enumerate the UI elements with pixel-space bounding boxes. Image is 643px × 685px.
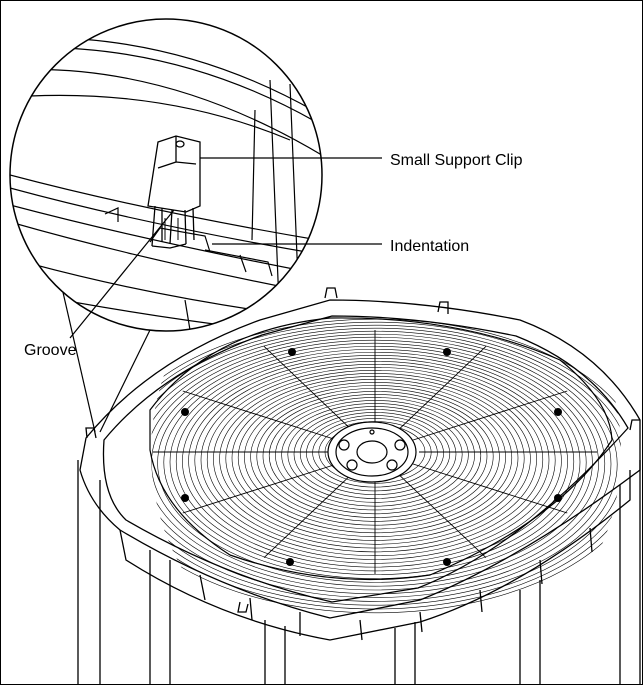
- callout-indentation: Indentation: [390, 238, 470, 255]
- grille-spoke: [412, 463, 568, 514]
- grille-spoke: [182, 463, 338, 514]
- fan-grille: [149, 317, 621, 614]
- magnifier-pointer: [61, 287, 151, 433]
- leader-groove: [69, 209, 175, 339]
- grille-spoke: [263, 472, 354, 558]
- magnified-detail: [9, 18, 323, 332]
- grille-ring: [151, 324, 621, 606]
- callout-small-support-clip: Small Support Clip: [390, 152, 523, 169]
- grille-ring: [151, 321, 621, 610]
- grille-spoke: [182, 390, 338, 441]
- grille-ring: [151, 327, 621, 602]
- grille-spoke: [396, 472, 487, 558]
- callout-groove: Groove: [24, 342, 77, 359]
- leader-lines: [69, 157, 382, 339]
- grille-spoke: [396, 346, 487, 432]
- grille-spoke: [263, 346, 354, 432]
- small-support-clip: [147, 135, 201, 249]
- grille-spoke: [412, 390, 568, 441]
- grille-ring: [151, 318, 621, 614]
- fan-hub: [327, 421, 417, 483]
